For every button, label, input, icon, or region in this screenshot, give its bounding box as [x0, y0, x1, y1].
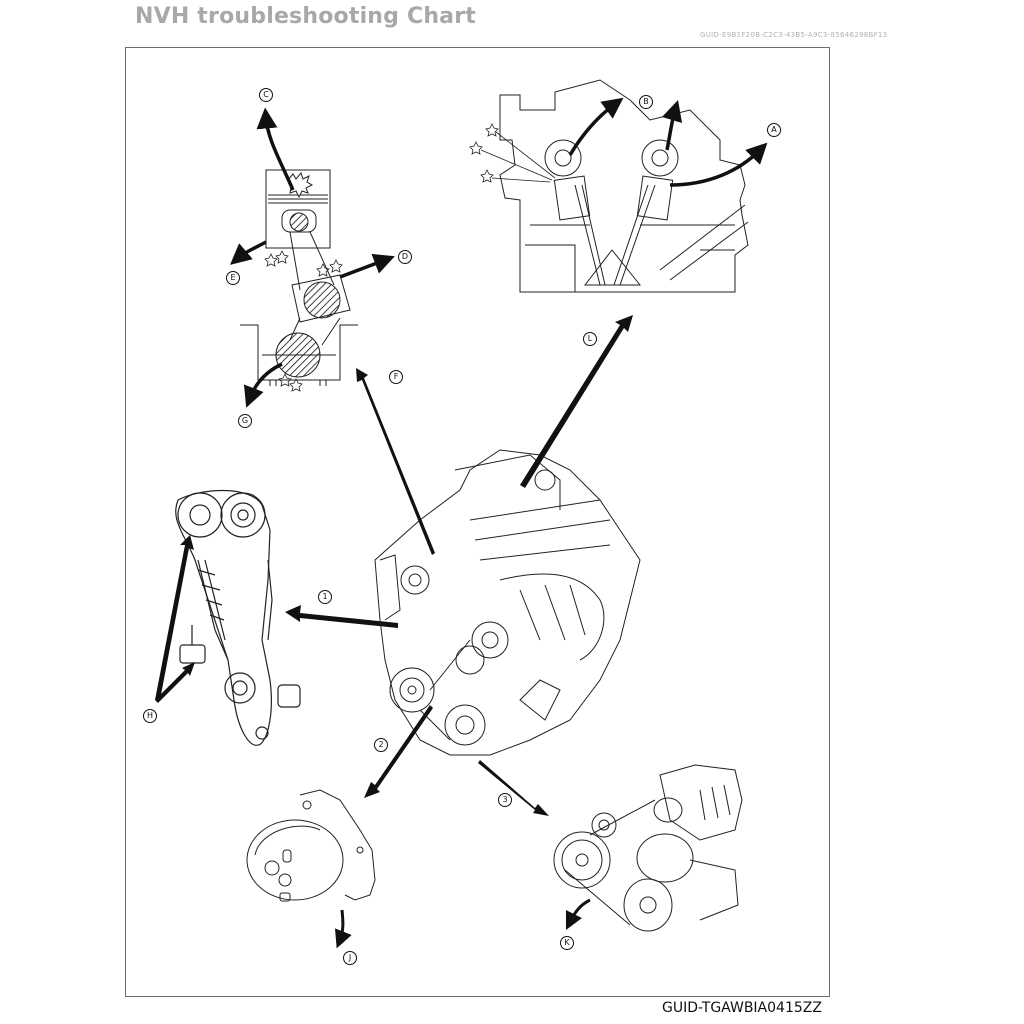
callout-b: B [639, 95, 653, 109]
piston-assembly-illustration [240, 169, 358, 392]
callout-3: 3 [498, 793, 512, 807]
figure-id: GUID-TGAWBIA0415ZZ [662, 1000, 822, 1016]
callout-k: K [560, 936, 574, 950]
callout-arrows-engine [356, 315, 633, 816]
callout-arrow-drive-belt [565, 898, 591, 931]
callout-h: H [143, 709, 157, 723]
callout-a: A [767, 123, 781, 137]
callout-c: C [259, 88, 273, 102]
callout-f: F [389, 370, 403, 384]
drive-belt-illustration [553, 764, 743, 932]
callout-arrow-water-pump [334, 909, 352, 949]
cylinder-head-illustration [469, 79, 749, 293]
callout-j: J [343, 951, 357, 965]
page-title: NVH troubleshooting Chart [135, 4, 476, 29]
timing-chain-illustration [175, 489, 301, 746]
callout-2: 2 [374, 738, 388, 752]
document-guid: GUID-E9B1F20B-C2C3-43B5-A9C3-85646298BF1… [700, 31, 888, 39]
callout-arrows-timing [155, 535, 398, 703]
callout-1: 1 [318, 590, 332, 604]
callout-arrows-piston [230, 107, 395, 408]
water-pump-illustration [246, 789, 376, 902]
engine-assembly-illustration [374, 449, 641, 756]
callout-l: L [583, 332, 597, 346]
callout-d: D [398, 250, 412, 264]
callout-e: E [226, 271, 240, 285]
diagram-frame [125, 47, 830, 997]
callout-arrows-head [568, 97, 768, 187]
callout-g: G [238, 414, 252, 428]
